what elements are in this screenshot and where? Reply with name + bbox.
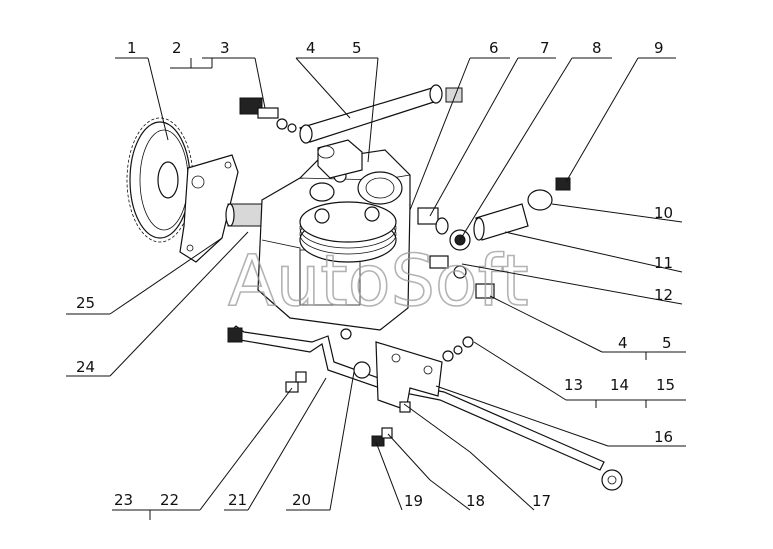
bracket (375, 341, 443, 411)
gasket (179, 154, 239, 263)
callout-10: 10 (654, 204, 673, 222)
callout-19: 19 (404, 492, 423, 510)
banjo-bolt (239, 97, 297, 133)
watermark-text: AutoSoft (228, 240, 529, 322)
callout-2: 2 (172, 39, 182, 57)
callout-5b: 5 (662, 334, 672, 352)
callout-15: 15 (656, 376, 675, 394)
callout-14: 14 (610, 376, 629, 394)
callout-9: 9 (654, 39, 664, 57)
discharge-elbow (317, 139, 363, 179)
callout-11: 11 (654, 254, 673, 272)
callout-labels: 1 2 3 4 5 6 7 8 9 10 11 12 4 5 13 14 15 … (76, 39, 675, 510)
callout-20: 20 (292, 491, 311, 509)
side-fittings (429, 255, 495, 299)
callout-4: 4 (306, 39, 316, 57)
callout-18: 18 (466, 492, 485, 510)
callout-21: 21 (228, 491, 247, 509)
cylinder-head (299, 169, 403, 263)
callout-7: 7 (540, 39, 550, 57)
drive-shaft (225, 203, 263, 227)
callout-3: 3 (220, 39, 230, 57)
air-pipe (299, 84, 463, 144)
callout-16: 16 (654, 428, 673, 446)
callout-5: 5 (352, 39, 362, 57)
callout-13: 13 (564, 376, 583, 394)
callout-4b: 4 (618, 334, 628, 352)
callout-24: 24 (76, 358, 95, 376)
leader-lines (66, 57, 686, 520)
drive-gear (126, 117, 194, 243)
callout-8: 8 (592, 39, 602, 57)
oil-pipe (227, 325, 623, 491)
callout-17: 17 (532, 492, 551, 510)
callout-23: 23 (114, 491, 133, 509)
callout-12: 12 (654, 286, 673, 304)
callout-22: 22 (160, 491, 179, 509)
small-hardware (285, 328, 474, 447)
callout-6: 6 (489, 39, 499, 57)
callout-25: 25 (76, 294, 95, 312)
callout-1: 1 (127, 39, 137, 57)
